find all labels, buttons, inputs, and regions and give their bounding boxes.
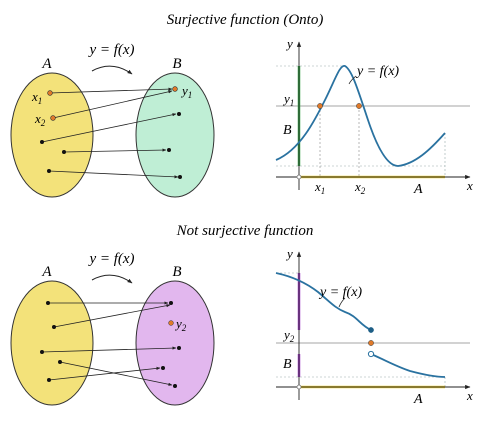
bottom-curve-y2-point — [368, 340, 374, 346]
bottom-title: Not surjective function — [176, 223, 314, 239]
bottom-mapping-arrow — [91, 274, 133, 284]
bottom-curve-right — [370, 353, 446, 378]
bottom-graph: y = f(x) y x y2 B A — [275, 246, 473, 407]
bottom-mapping-label: y = f(x) — [87, 251, 134, 267]
top-x2-label: x2 — [34, 111, 46, 128]
top-graph-A-label: A — [413, 182, 423, 197]
bottom-graph-A-label: A — [413, 392, 423, 407]
top-origin — [296, 174, 302, 180]
top-curve-point-x1 — [317, 103, 323, 109]
bottom-point — [177, 346, 181, 350]
bottom-x-axis-label: x — [466, 388, 473, 403]
bottom-curve-endpoint-open — [367, 350, 375, 358]
top-y-axis-label: y — [285, 36, 293, 51]
top-y1-label: y1 — [180, 83, 192, 100]
bottom-arrow — [53, 304, 171, 328]
bottom-point — [161, 366, 165, 370]
top-point — [47, 169, 51, 173]
top-graph: y = f(x) y x y1 B x1 x2 A — [275, 36, 473, 197]
bottom-point — [58, 360, 62, 364]
top-arrow — [52, 90, 173, 119]
bottom-arrow — [59, 361, 173, 386]
bottom-graph-y2-label: y2 — [282, 327, 295, 344]
bottom-origin — [296, 384, 302, 390]
bottom-set-a-ellipse — [10, 280, 94, 406]
top-arrow — [41, 113, 177, 143]
bottom-curve-label-pointer — [338, 297, 346, 308]
top-point — [40, 140, 44, 144]
top-set-a-ellipse — [10, 72, 94, 198]
top-mapping-label: y = f(x) — [87, 42, 134, 58]
bottom-set-b-ellipse — [135, 280, 215, 406]
bottom-curve-label: y = f(x) — [318, 285, 362, 300]
top-point-x2 — [50, 115, 56, 121]
top-set-a-label: A — [41, 56, 52, 72]
top-point — [62, 150, 66, 154]
top-set-b-label: B — [172, 56, 181, 72]
top-point — [177, 112, 181, 116]
top-x-axis-label: x — [466, 178, 473, 193]
bottom-y-axis-label: y — [285, 246, 293, 261]
bottom-curve-left — [275, 272, 372, 331]
top-point — [167, 148, 171, 152]
top-graph-B-label: B — [283, 123, 292, 138]
top-mapping-arrow — [91, 65, 133, 75]
top-arrow — [48, 170, 179, 179]
top-curve — [275, 65, 446, 167]
top-graph-y1-label: y1 — [282, 91, 294, 108]
top-point-y1 — [172, 86, 178, 92]
bottom-point — [52, 325, 56, 329]
bottom-point — [169, 301, 173, 305]
top-point — [178, 175, 182, 179]
top-title: Surjective function (Onto) — [167, 12, 324, 28]
bottom-point — [47, 378, 51, 382]
bottom-point-y2 — [168, 320, 174, 326]
bottom-set-b-label: B — [172, 264, 181, 280]
top-x1-label: x1 — [31, 89, 42, 106]
bottom-arrow — [41, 346, 177, 353]
top-arrow — [49, 87, 173, 94]
top-curve-label-pointer — [348, 75, 357, 85]
bottom-curve-endpoint-closed — [368, 327, 374, 333]
top-set-b-ellipse — [135, 72, 215, 198]
bottom-set-a-label: A — [41, 264, 52, 280]
top-graph-x2-label: x2 — [354, 179, 366, 196]
top-arrow — [63, 148, 167, 153]
top-curve-point-x2 — [356, 103, 362, 109]
bottom-arrow — [48, 366, 161, 381]
top-curve-label: y = f(x) — [355, 64, 399, 79]
bottom-graph-B-label: B — [283, 357, 292, 372]
top-point-x1 — [47, 90, 53, 96]
top-graph-x1-label: x1 — [314, 179, 325, 196]
bottom-point — [173, 384, 177, 388]
bottom-point — [46, 301, 50, 305]
bottom-point — [40, 350, 44, 354]
bottom-y2-label: y2 — [174, 316, 187, 333]
